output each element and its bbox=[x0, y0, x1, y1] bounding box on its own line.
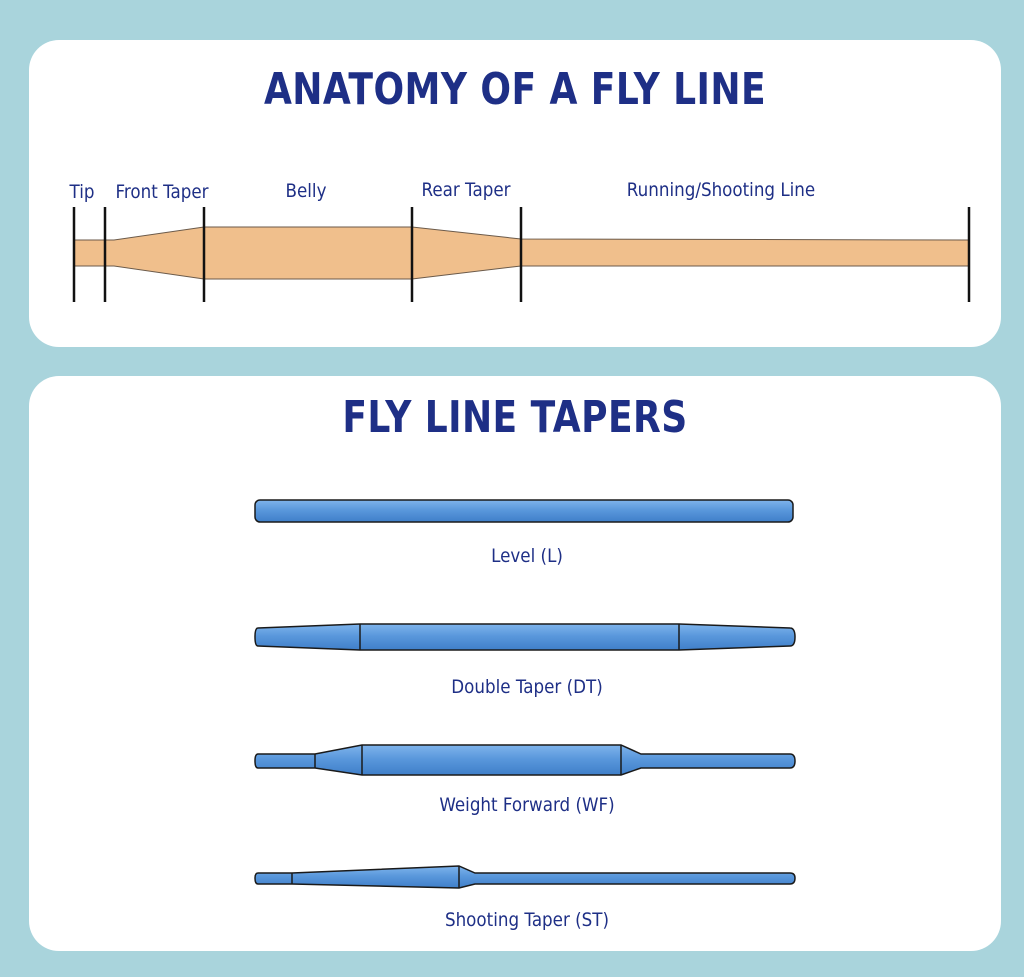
tapers-panel: FLY LINE TAPERS bbox=[29, 376, 1001, 951]
label-weight-forward: Weight Forward (WF) bbox=[439, 794, 615, 816]
taper-level-line bbox=[254, 499, 794, 523]
label-rear-taper: Rear Taper bbox=[421, 179, 511, 201]
anatomy-title: ANATOMY OF A FLY LINE bbox=[263, 64, 767, 115]
taper-shooting-line bbox=[254, 865, 796, 889]
taper-weight-forward-line bbox=[254, 744, 796, 776]
anatomy-line-diagram bbox=[72, 207, 971, 302]
tapers-title: FLY LINE TAPERS bbox=[342, 392, 688, 443]
taper-diagrams bbox=[254, 499, 796, 889]
label-running-shooting-line: Running/Shooting Line bbox=[626, 179, 816, 201]
label-tip: Tip bbox=[69, 181, 95, 203]
label-double-taper: Double Taper (DT) bbox=[451, 676, 603, 698]
taper-double-line bbox=[254, 623, 796, 651]
anatomy-panel: ANATOMY OF A FLY LINE Tip Front Taper Be… bbox=[29, 40, 1001, 347]
label-front-taper: Front Taper bbox=[115, 181, 209, 203]
label-belly: Belly bbox=[285, 180, 327, 202]
label-level: Level (L) bbox=[491, 545, 563, 567]
label-shooting-taper: Shooting Taper (ST) bbox=[444, 909, 610, 931]
